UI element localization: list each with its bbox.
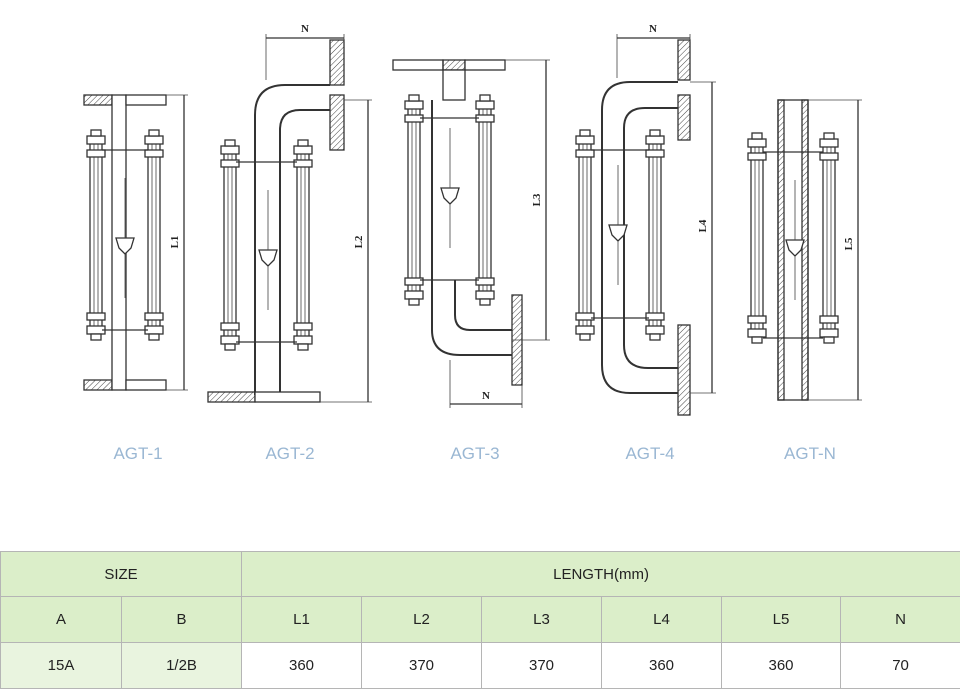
table-cell: 360 (602, 643, 722, 689)
figure-caption: AGT-2 (265, 444, 314, 463)
dim-label: L3 (531, 193, 543, 206)
figure-agt-n: L5 AGT-N (748, 100, 862, 463)
table-cell: 360 (242, 643, 362, 689)
dim-label: L2 (353, 235, 365, 248)
level-gauge-drawings: L1 AGT-1 N L2 AGT-2 (0, 0, 960, 500)
dim-label: L1 (169, 236, 181, 249)
column-header: A (1, 597, 122, 643)
figure-agt-1: L1 AGT-1 (84, 95, 188, 463)
table-cell: 370 (482, 643, 602, 689)
size-header: SIZE (1, 552, 242, 597)
dim-label: L5 (843, 237, 855, 250)
figure-caption: AGT-1 (113, 444, 162, 463)
figure-caption: AGT-4 (625, 444, 674, 463)
column-header: L1 (242, 597, 362, 643)
group-header-row: SIZE LENGTH(mm) (1, 552, 960, 597)
table-cell: 370 (362, 643, 482, 689)
dim-label: L4 (697, 219, 709, 232)
dim-label: N (301, 23, 309, 35)
figure-caption: AGT-3 (450, 444, 499, 463)
table-cell: 360 (722, 643, 841, 689)
length-header: LENGTH(mm) (242, 552, 960, 597)
dim-label: N (482, 390, 490, 402)
column-header: L4 (602, 597, 722, 643)
spec-table: SIZE LENGTH(mm) A B L1 L2 L3 L4 L5 N 15A… (0, 551, 960, 689)
column-header: N (841, 597, 960, 643)
column-header: L2 (362, 597, 482, 643)
column-header-row: A B L1 L2 L3 L4 L5 N (1, 597, 960, 643)
table-cell: 1/2B (122, 643, 242, 689)
figure-caption: AGT-N (784, 444, 836, 463)
table-row: 15A 1/2B 360 370 370 360 360 70 (1, 643, 960, 689)
figure-agt-3: L3 N AGT-3 (393, 60, 550, 463)
table-cell: 70 (841, 643, 960, 689)
table-cell: 15A (1, 643, 122, 689)
column-header: B (122, 597, 242, 643)
figure-agt-2: N L2 AGT-2 (208, 23, 372, 463)
column-header: L5 (722, 597, 841, 643)
dim-label: N (649, 23, 657, 35)
figure-agt-4: N L4 AGT-4 (576, 23, 716, 463)
column-header: L3 (482, 597, 602, 643)
